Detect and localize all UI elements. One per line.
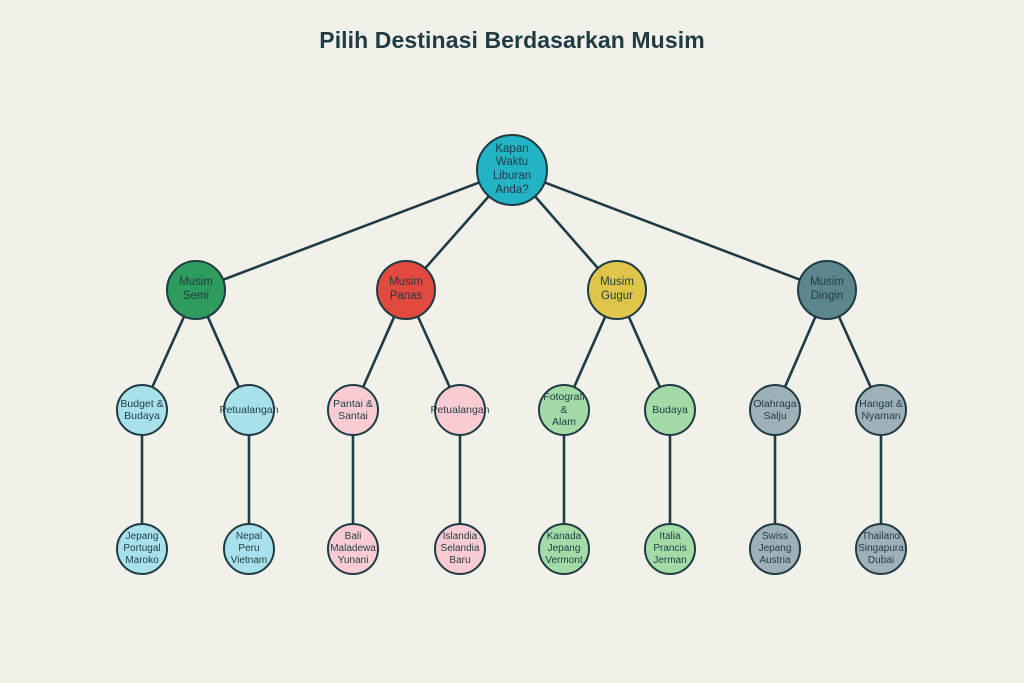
tree-node-label: Petualangan	[430, 403, 490, 416]
tree-node-label: Swiss Jepang Austria	[758, 531, 792, 566]
tree-node-dingin[interactable]: Musim Dingin	[797, 260, 857, 320]
tree-node-pantai[interactable]: Pantai & Santai	[327, 384, 379, 436]
tree-edge	[362, 316, 396, 388]
tree-node-petualangan1[interactable]: Petualangan	[220, 384, 279, 436]
tree-node-label: Musim Semi	[179, 276, 213, 302]
tree-node-label: Italia Prancis Jerman	[653, 531, 687, 566]
tree-node-leaf7[interactable]: Swiss Jepang Austria	[749, 523, 801, 575]
tree-node-leaf2[interactable]: Nepal Peru Vietnam	[223, 523, 275, 575]
tree-node-label: Budaya	[652, 403, 688, 416]
tree-node-fotografi[interactable]: Fotografi & Alam	[538, 384, 590, 436]
tree-node-semi[interactable]: Musim Semi	[166, 260, 226, 320]
tree-edge	[206, 316, 240, 388]
tree-node-label: Kapan Waktu Liburan Anda?	[492, 142, 532, 196]
tree-edge	[151, 316, 185, 388]
tree-edge	[627, 316, 661, 388]
tree-edge	[534, 195, 599, 269]
tree-edge	[573, 316, 607, 388]
tree-node-leaf1[interactable]: Jepang Portugal Maroko	[116, 523, 168, 575]
tree-edge	[417, 316, 451, 388]
tree-node-leaf8[interactable]: Thailand Singapura Dubai	[855, 523, 907, 575]
tree-node-label: Fotografi & Alam	[543, 391, 585, 429]
tree-node-label: Olahraga Salju	[753, 397, 797, 422]
tree-edge	[544, 181, 801, 281]
tree-node-label: Musim Dingin	[810, 276, 844, 302]
tree-edge	[784, 316, 817, 388]
tree-node-label: Thailand Singapura Dubai	[858, 531, 904, 566]
tree-node-leaf5[interactable]: Kanada Jepang Vermont	[538, 523, 590, 575]
tree-node-gugur[interactable]: Musim Gugur	[587, 260, 647, 320]
tree-node-label: Pantai & Santai	[333, 397, 373, 422]
tree-node-label: Hangat & Nyaman	[859, 397, 903, 422]
tree-node-panas[interactable]: Musim Panas	[376, 260, 436, 320]
tree-node-leaf4[interactable]: Islandia Selandia Baru	[434, 523, 486, 575]
tree-node-root[interactable]: Kapan Waktu Liburan Anda?	[476, 134, 548, 206]
tree-node-label: Bali Maladewa Yunani	[330, 531, 376, 566]
tree-node-budget[interactable]: Budget & Budaya	[116, 384, 168, 436]
tree-node-hangat[interactable]: Hangat & Nyaman	[855, 384, 907, 436]
tree-node-label: Nepal Peru Vietnam	[230, 531, 268, 566]
tree-node-leaf6[interactable]: Italia Prancis Jerman	[644, 523, 696, 575]
tree-edge	[424, 195, 490, 269]
tree-node-label: Musim Panas	[389, 276, 423, 302]
tree-node-label: Musim Gugur	[600, 276, 634, 302]
page-title: Pilih Destinasi Berdasarkan Musim	[319, 27, 705, 53]
tree-edge	[838, 316, 872, 388]
tree-node-label: Petualangan	[219, 403, 279, 416]
tree-node-label: Jepang Portugal Maroko	[123, 531, 161, 566]
tree-node-petualangan2[interactable]: Petualangan	[431, 384, 490, 436]
tree-node-leaf3[interactable]: Bali Maladewa Yunani	[327, 523, 379, 575]
tree-node-olahraga[interactable]: Olahraga Salju	[749, 384, 801, 436]
tree-node-label: Kanada Jepang Vermont	[545, 531, 583, 566]
tree-edge	[222, 181, 480, 281]
tree-node-label: Budget & Budaya	[120, 397, 164, 422]
tree-node-label: Islandia Selandia Baru	[440, 531, 480, 566]
tree-node-budaya[interactable]: Budaya	[644, 384, 696, 436]
